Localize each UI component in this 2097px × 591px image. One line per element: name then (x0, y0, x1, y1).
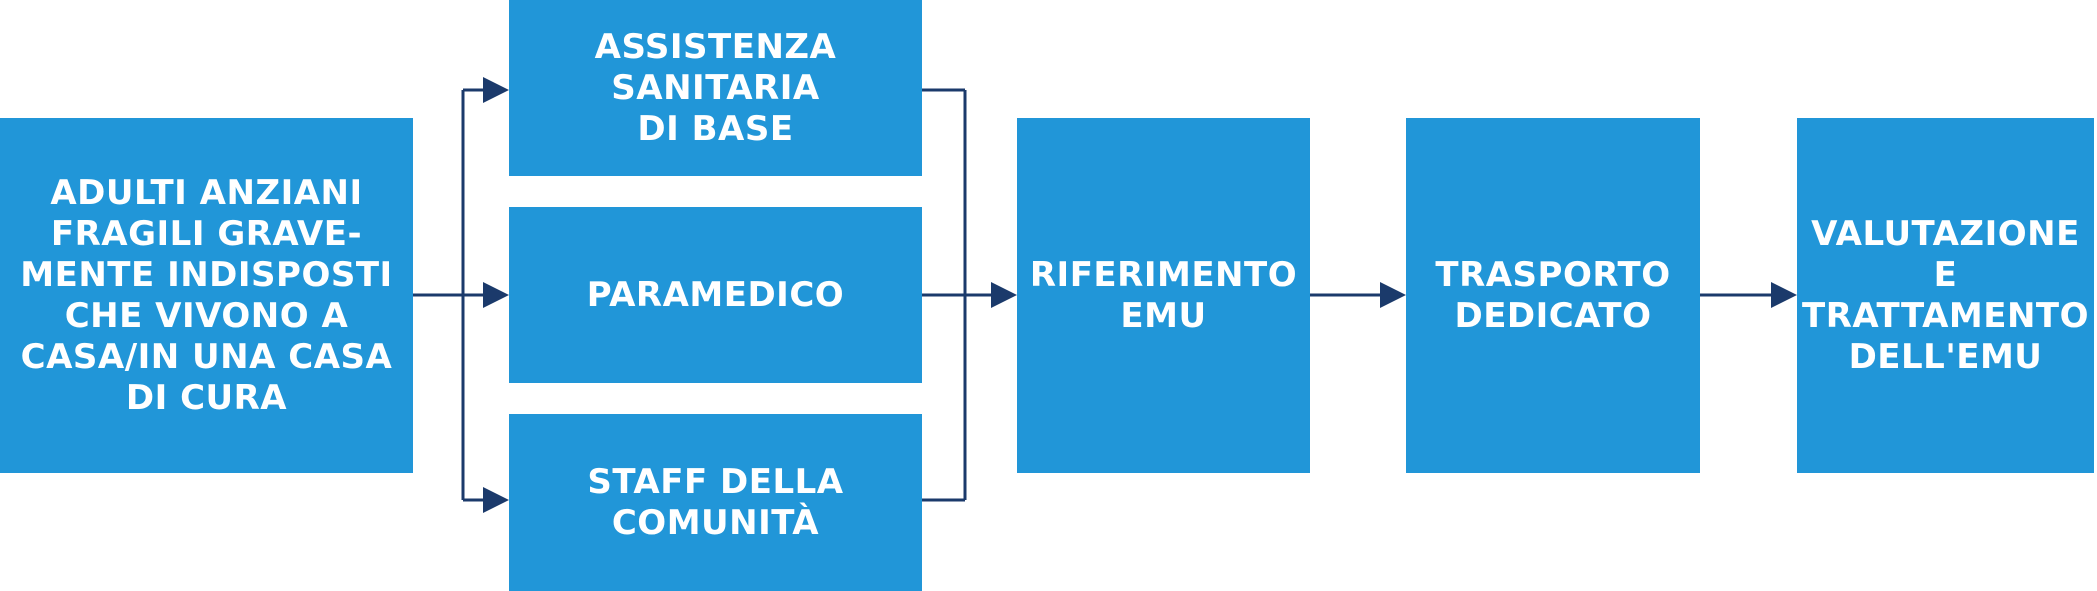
node-paramedic: PARAMEDICO (509, 207, 922, 383)
node-dedicated-transport: TRASPORTO DEDICATO (1406, 118, 1700, 473)
node-paramedic-label: PARAMEDICO (586, 274, 845, 315)
node-source: ADULTI ANZIANI FRAGILI GRAVE- MENTE INDI… (0, 118, 413, 473)
node-emu-referral-label: RIFERIMENTO EMU (1029, 254, 1298, 336)
node-community-staff-label: STAFF DELLA COMUNITÀ (587, 461, 844, 543)
arrowhead-primary-care (483, 77, 509, 103)
node-community-staff: STAFF DELLA COMUNITÀ (509, 414, 922, 591)
node-primary-care: ASSISTENZA SANITARIA DI BASE (509, 0, 922, 176)
arrowhead-transport (1380, 282, 1406, 308)
node-emu-referral: RIFERIMENTO EMU (1017, 118, 1310, 473)
node-emu-assessment-label: VALUTAZIONE E TRATTAMENTO DELL'EMU (1802, 213, 2089, 377)
arrowhead-paramedic (483, 282, 509, 308)
node-dedicated-transport-label: TRASPORTO DEDICATO (1435, 254, 1671, 336)
arrowhead-emu-assessment (1771, 282, 1797, 308)
arrowhead-emu-referral (991, 282, 1017, 308)
node-emu-assessment: VALUTAZIONE E TRATTAMENTO DELL'EMU (1797, 118, 2094, 473)
node-source-label: ADULTI ANZIANI FRAGILI GRAVE- MENTE INDI… (20, 172, 393, 418)
arrowhead-community-staff (483, 487, 509, 513)
node-primary-care-label: ASSISTENZA SANITARIA DI BASE (594, 26, 837, 149)
